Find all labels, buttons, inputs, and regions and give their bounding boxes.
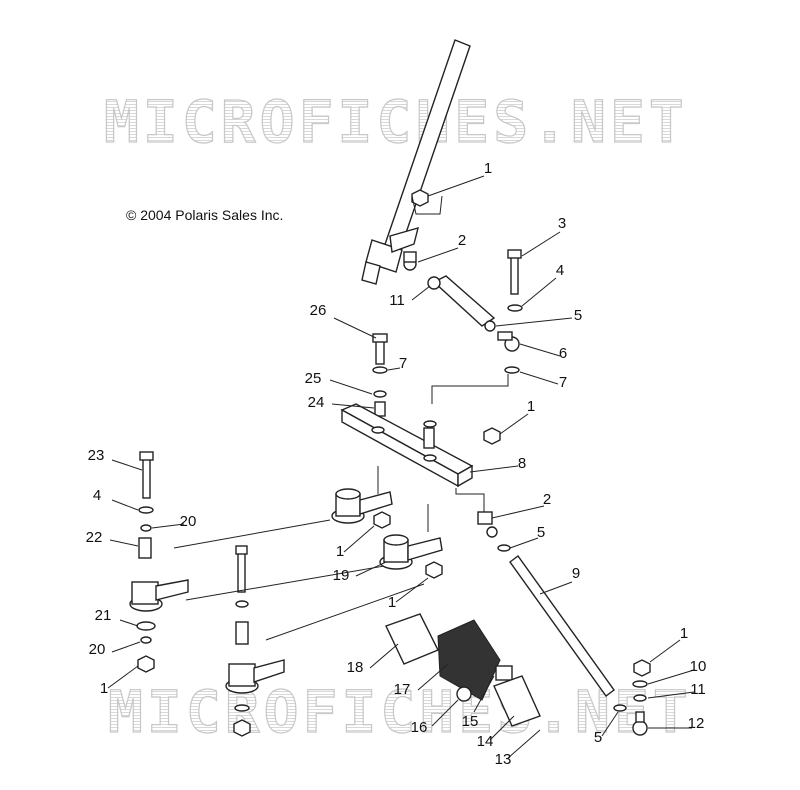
middle-pivot-stack bbox=[225, 545, 285, 712]
callout-1: 1 bbox=[484, 160, 492, 177]
callout-13: 13 bbox=[495, 751, 512, 768]
steering-shaft bbox=[361, 39, 471, 285]
callout-8: 8 bbox=[518, 455, 526, 472]
callout-21: 21 bbox=[95, 607, 112, 624]
callout-4: 4 bbox=[556, 262, 564, 279]
callout-20: 20 bbox=[180, 513, 197, 530]
lower-tie-rod bbox=[477, 511, 615, 697]
callout-22: 22 bbox=[86, 529, 103, 546]
callout-20: 20 bbox=[89, 641, 106, 658]
watermark-top: MICROFICHES.NET bbox=[103, 87, 688, 156]
callout-19: 19 bbox=[333, 567, 350, 584]
callout-12: 12 bbox=[688, 715, 705, 732]
callout-18: 18 bbox=[347, 659, 364, 676]
callout-2: 2 bbox=[543, 491, 551, 508]
callout-3: 3 bbox=[558, 215, 566, 232]
callout-7: 7 bbox=[399, 355, 407, 372]
bellcrank-upper bbox=[331, 488, 393, 524]
upper-tie-rod bbox=[403, 251, 520, 352]
callout-5: 5 bbox=[537, 524, 545, 541]
bolt-and-washers-right bbox=[504, 249, 523, 374]
callout-4: 4 bbox=[93, 487, 101, 504]
callout-24: 24 bbox=[308, 394, 325, 411]
callout-15: 15 bbox=[462, 713, 479, 730]
callout-1: 1 bbox=[527, 398, 535, 415]
callout-2: 2 bbox=[458, 232, 466, 249]
steering-boot bbox=[385, 613, 541, 727]
lock-nuts bbox=[137, 189, 651, 737]
callout-7: 7 bbox=[559, 374, 567, 391]
callout-11: 11 bbox=[690, 681, 706, 698]
leader-lines bbox=[107, 175, 695, 759]
left-pivot-stack bbox=[129, 451, 189, 644]
callout-1: 1 bbox=[680, 625, 688, 642]
callout-25: 25 bbox=[305, 370, 322, 387]
callout-26: 26 bbox=[310, 302, 327, 319]
callout-5: 5 bbox=[574, 307, 582, 324]
callout-1: 1 bbox=[100, 680, 108, 697]
callout-14: 14 bbox=[477, 733, 494, 750]
callout-1: 1 bbox=[336, 543, 344, 560]
callout-17: 17 bbox=[394, 681, 411, 698]
callout-23: 23 bbox=[88, 447, 105, 464]
callout-16: 16 bbox=[411, 719, 428, 736]
callout-6: 6 bbox=[559, 345, 567, 362]
bellcrank-middle bbox=[379, 534, 443, 570]
copyright-notice: © 2004 Polaris Sales Inc. bbox=[126, 207, 284, 223]
callout-1: 1 bbox=[388, 594, 396, 611]
callout-5: 5 bbox=[594, 729, 602, 746]
callout-9: 9 bbox=[572, 565, 580, 582]
crossbar bbox=[340, 403, 474, 488]
callout-11: 11 bbox=[389, 292, 405, 309]
bolt-26 bbox=[372, 333, 388, 417]
tie-rod-end bbox=[613, 680, 648, 736]
callout-10: 10 bbox=[690, 658, 707, 675]
watermark-bottom: MICROFICHES.NET bbox=[107, 677, 692, 746]
